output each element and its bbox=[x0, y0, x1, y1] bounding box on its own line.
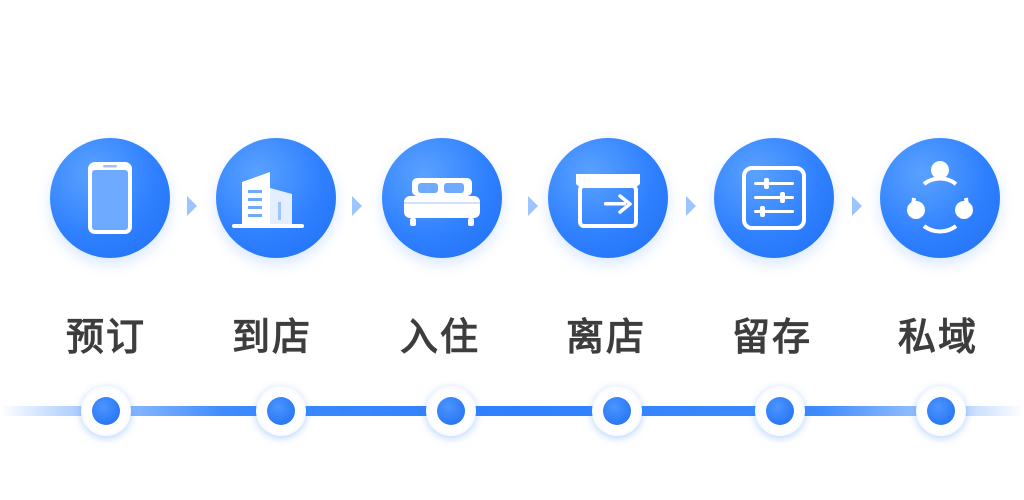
step-label: 入住 bbox=[399, 315, 480, 359]
phone-icon bbox=[88, 162, 132, 234]
step-private-domain-node bbox=[880, 138, 1000, 258]
sliders-panel-icon bbox=[742, 166, 806, 230]
step-label: 离店 bbox=[565, 315, 646, 359]
share-network-icon bbox=[907, 161, 973, 234]
chevron-right-icon bbox=[850, 194, 864, 218]
timeline-dot bbox=[592, 386, 642, 436]
step-label: 私域 bbox=[897, 315, 978, 359]
chevron-right-icon bbox=[684, 194, 698, 218]
step-arrival-node bbox=[216, 138, 336, 258]
timeline-dot bbox=[916, 386, 966, 436]
building-icon bbox=[232, 172, 304, 228]
step-retention-node bbox=[714, 138, 834, 258]
step-label: 留存 bbox=[731, 315, 812, 359]
timeline-dot bbox=[426, 386, 476, 436]
step-label: 到店 bbox=[231, 315, 312, 359]
bed-icon bbox=[404, 178, 480, 226]
store-exit-icon bbox=[576, 174, 640, 228]
step-booking-node bbox=[50, 138, 170, 258]
step-checkout-node bbox=[548, 138, 668, 258]
timeline-track bbox=[0, 406, 1024, 416]
chevron-right-icon bbox=[185, 194, 199, 218]
timeline-dot bbox=[81, 386, 131, 436]
timeline-dot bbox=[755, 386, 805, 436]
timeline-dot bbox=[256, 386, 306, 436]
chevron-right-icon bbox=[526, 194, 540, 218]
chevron-right-icon bbox=[350, 194, 364, 218]
step-label: 预订 bbox=[65, 315, 146, 359]
step-checkin-node bbox=[382, 138, 502, 258]
